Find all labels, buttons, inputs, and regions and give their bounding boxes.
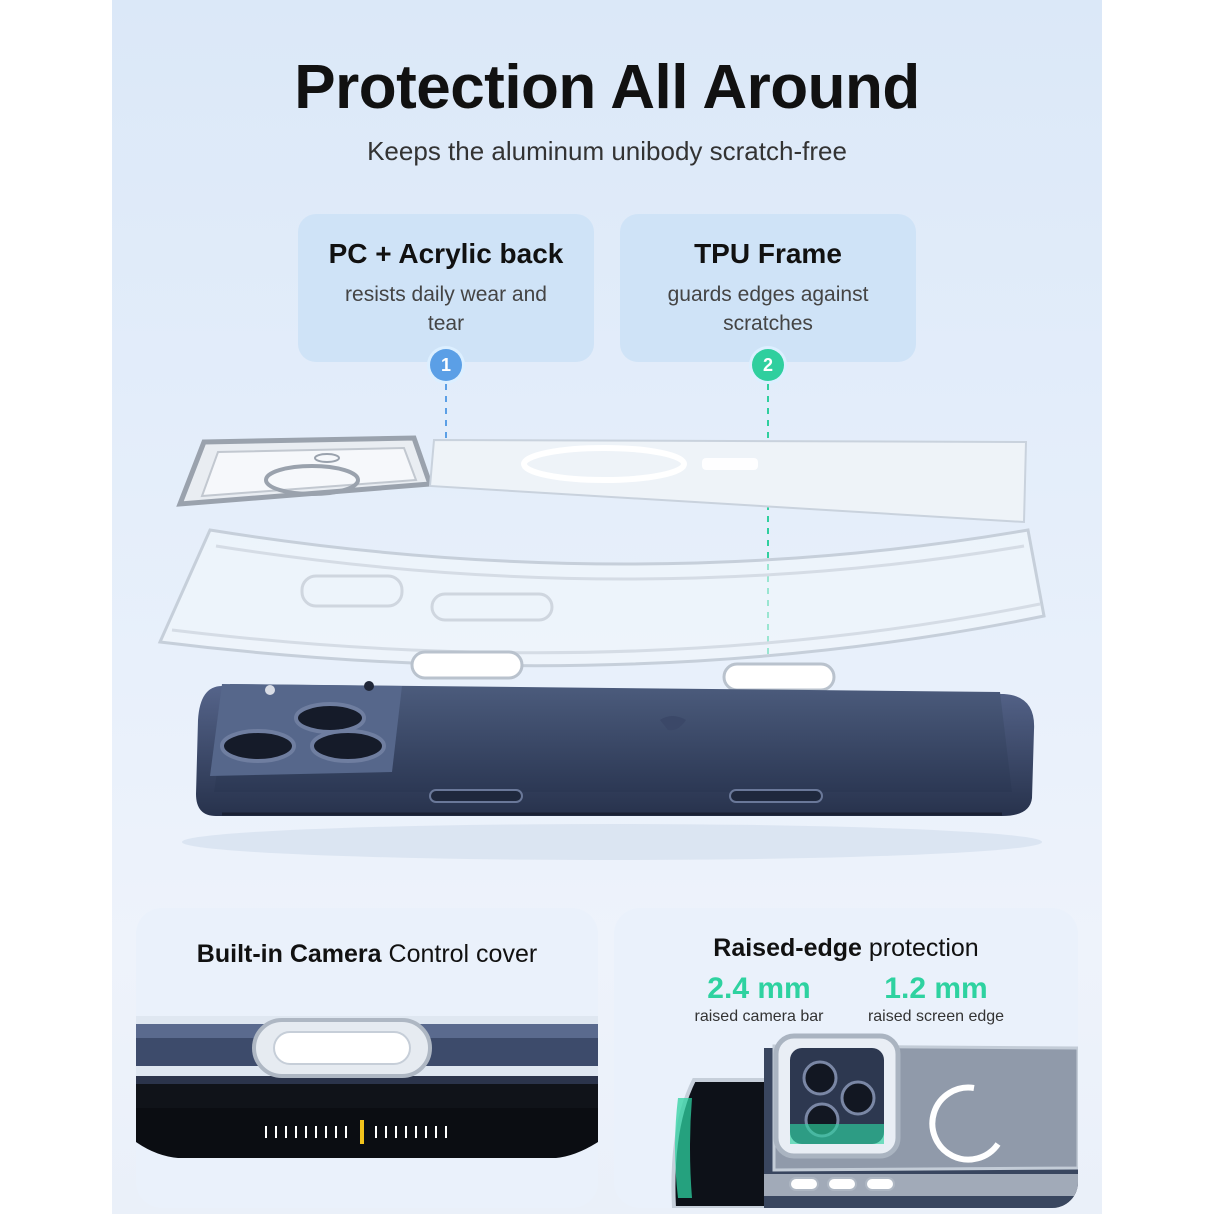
spec-screen-edge: 1.2 mm raised screen edge (858, 972, 1014, 1026)
exploded-case-illustration (157, 384, 1046, 860)
callout-badge-1: 1 (430, 349, 462, 381)
spec-camera-bar: 2.4 mm raised camera bar (684, 972, 834, 1026)
camera-card-title-bold: Built-in Camera (196, 940, 382, 968)
camera-control-card: Built-in Camera Control cover (136, 908, 598, 1208)
edge-card-title: Raised-edge protection (614, 934, 1078, 963)
feature-description: resists daily wear and tear (345, 283, 547, 335)
feature-card-frame: TPU Frame guards edges against scratches (620, 214, 916, 362)
spec-label: raised camera bar (694, 1008, 824, 1025)
edge-card-title-bold: Raised-edge (713, 934, 862, 962)
edge-card-title-rest: protection (868, 934, 979, 962)
callout-badge-2: 2 (752, 349, 784, 381)
feature-title: PC + Acrylic back (328, 238, 564, 269)
camera-card-title-rest: Control cover (388, 940, 538, 968)
clear-tpu-frame (157, 528, 1046, 692)
feature-card-back: PC + Acrylic back resists daily wear and… (298, 214, 594, 362)
camera-card-title: Built-in Camera Control cover (136, 940, 598, 969)
spec-value: 1.2 mm (884, 972, 988, 1005)
camera-control-illustration (136, 1016, 598, 1158)
feature-title: TPU Frame (694, 238, 842, 269)
feature-description: guards edges against scratches (667, 283, 869, 335)
spec-label: raised screen edge (867, 1008, 1005, 1025)
camera-bezel-frame (176, 435, 434, 507)
clear-back-plate (428, 438, 1028, 524)
raised-edge-card: Raised-edge protection 2.4 mm raised cam… (614, 908, 1078, 1208)
page-subtitle: Keeps the aluminum unibody scratch-free (367, 136, 847, 166)
phone-body (196, 681, 1035, 816)
page-title: Protection All Around (294, 53, 920, 122)
raised-edge-illustration (671, 1033, 1078, 1208)
spec-value: 2.4 mm (707, 972, 811, 1005)
